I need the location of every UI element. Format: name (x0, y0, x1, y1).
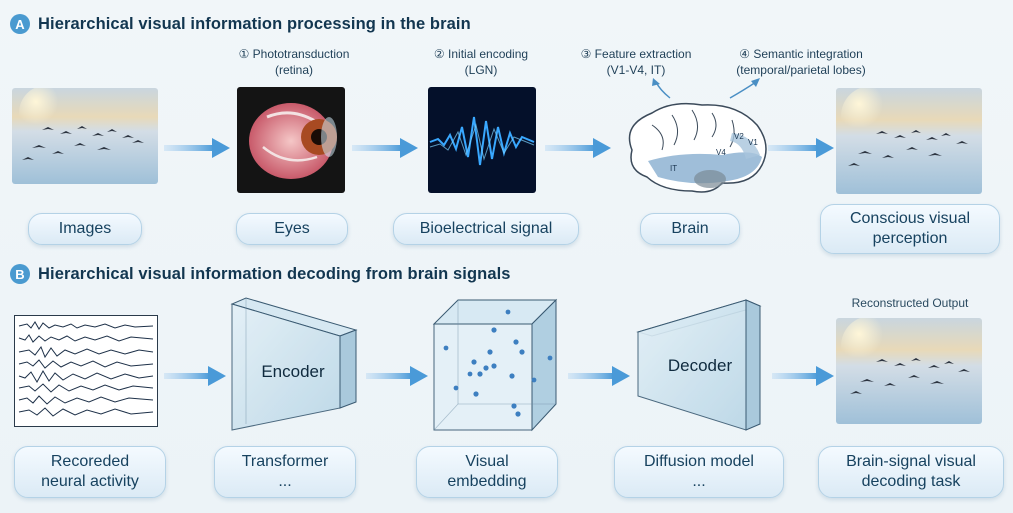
brain-label-it: IT (670, 164, 677, 173)
flow-arrow-b3 (568, 366, 630, 386)
flow-arrow-b4 (772, 366, 834, 386)
decoder-block: Decoder (634, 296, 766, 434)
visual-embedding-cube (430, 296, 562, 436)
perceived-image-birds (836, 88, 982, 194)
section-a-badge: A (10, 14, 30, 34)
step-caption-phototransduction: ① Phototransduction(retina) (238, 47, 350, 77)
eeg-traces-icon (18, 321, 154, 417)
pill-eyes: Eyes (236, 213, 348, 245)
birds-sky-image (12, 88, 158, 184)
section-b-header: B Hierarchical visual information decodi… (10, 264, 511, 284)
step-caption-semantic-integration: ④ Semantic integration(temporal/parietal… (736, 47, 866, 77)
reconstructed-output-caption: Reconstructed Output (851, 296, 969, 310)
encoder-label: Encoder (261, 362, 325, 381)
section-b-title: Hierarchical visual information decoding… (38, 264, 511, 283)
input-image-birds (12, 88, 158, 184)
reconstructed-image-birds (836, 318, 982, 424)
pill-diffusion-model: Diffusion model... (614, 446, 784, 498)
flow-arrow-a4 (768, 138, 834, 158)
flow-arrow-b1 (164, 366, 226, 386)
pill-bioelectrical-signal: Bioelectrical signal (393, 213, 579, 245)
eye-anatomy-icon (249, 103, 337, 179)
neural-activity-traces (14, 315, 158, 427)
flow-arrow-b2 (366, 366, 428, 386)
birds-sky-image (836, 318, 982, 424)
encoder-trapezoid-icon (230, 297, 358, 431)
flow-arrow-a3 (545, 138, 611, 158)
step-caption-feature-extraction: ③ Feature extraction(V1-V4, IT) (580, 47, 692, 77)
flow-arrow-a1 (164, 138, 230, 158)
section-a-header: A Hierarchical visual information proces… (10, 14, 471, 34)
embedding-cube-icon (432, 298, 558, 432)
section-a-title: Hierarchical visual information processi… (38, 14, 471, 33)
pill-images: Images (28, 213, 142, 245)
section-b-badge: B (10, 264, 30, 284)
brain-label-v4: V4 (716, 148, 726, 157)
decoder-label: Decoder (667, 356, 733, 375)
step-caption-initial-encoding: ② Initial encoding(LGN) (433, 47, 529, 77)
brain-feedback-arrows (652, 78, 760, 99)
bioelectrical-signal-image (428, 87, 536, 193)
brain-icon: V2 V1 V4 IT (628, 102, 767, 193)
pill-brain: Brain (640, 213, 740, 245)
pill-transformer: Transformer... (214, 446, 356, 498)
decoder-trapezoid-icon (636, 299, 762, 431)
brain-label-v2: V2 (734, 132, 744, 141)
birds-sky-image (836, 88, 982, 194)
signal-wave-icon (429, 116, 535, 166)
encoder-block: Encoder (228, 296, 360, 434)
flow-arrow-a2 (352, 138, 418, 158)
eye-image (237, 87, 345, 193)
brain-image: V2 V1 V4 IT (612, 95, 774, 205)
brain-label-v1: V1 (748, 138, 758, 147)
